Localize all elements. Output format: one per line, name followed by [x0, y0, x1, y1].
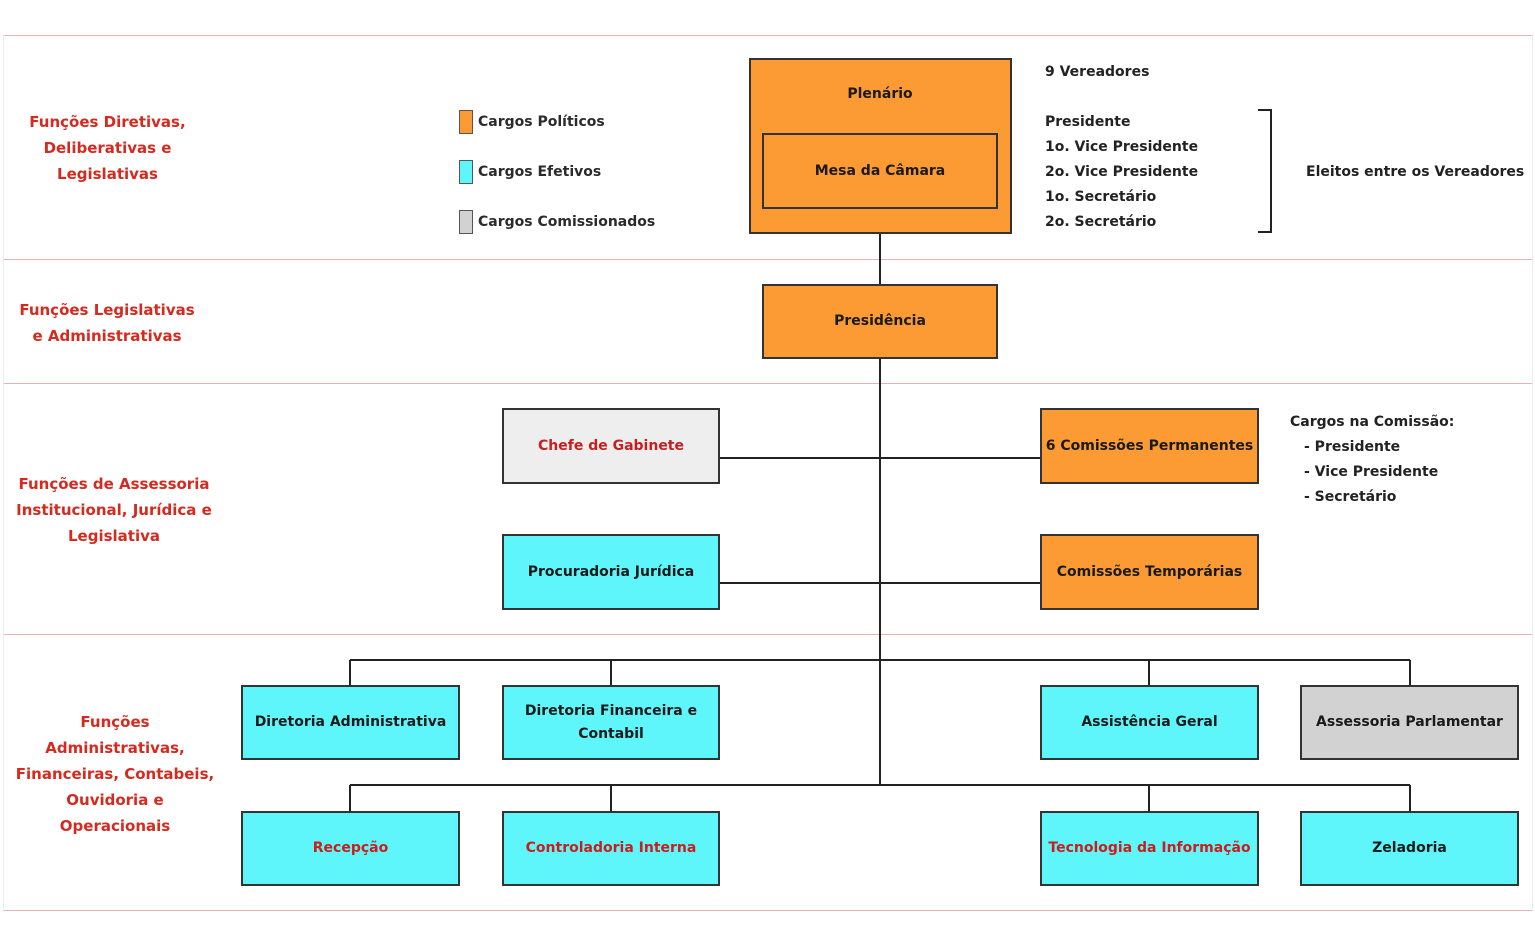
- legend-swatch-political: [459, 110, 473, 134]
- section-label-administrative: Funções Administrativas, Financeiras, Co…: [15, 713, 215, 835]
- node-diretoria-administrativa-label: Diretoria Administrativa: [254, 714, 447, 730]
- node-mesa-camara: Mesa da Câmara: [762, 133, 998, 209]
- note-eleitos: Eleitos entre os Vereadores: [1306, 164, 1525, 180]
- node-controladoria-interna: Controladoria Interna: [502, 811, 720, 886]
- bracket-mesa-members: [1258, 109, 1272, 233]
- node-chefe-gabinete: Chefe de Gabinete: [502, 408, 720, 484]
- legend-label-political: Cargos Políticos: [478, 114, 605, 130]
- legend-label-career: Cargos Efetivos: [478, 164, 602, 180]
- node-zeladoria-label: Zeladoria: [1372, 840, 1447, 856]
- note-comissao-title: Cargos na Comissão:: [1290, 414, 1455, 430]
- note-mesa-member: Presidente: [1045, 114, 1131, 130]
- legend-label-commissioned: Cargos Comissionados: [478, 214, 656, 230]
- note-mesa-member: 1o. Vice Presidente: [1045, 139, 1199, 155]
- band-edge-left: [3, 35, 4, 911]
- node-assistencia-geral-label: Assistência Geral: [1081, 714, 1218, 730]
- node-presidencia-label: Presidência: [834, 313, 926, 329]
- node-tecnologia-informacao: Tecnologia da Informação: [1040, 811, 1259, 886]
- node-recepcao: Recepção: [241, 811, 460, 886]
- section-label-legislative-admin: Funções Legislativas e Administrativas: [19, 301, 195, 345]
- node-diretoria-financeira-label: Diretoria Financeira e Contabil: [524, 702, 698, 742]
- node-presidencia: Presidência: [762, 284, 998, 359]
- node-zeladoria: Zeladoria: [1300, 811, 1519, 886]
- node-tecnologia-informacao-label: Tecnologia da Informação: [1048, 840, 1251, 856]
- node-assistencia-geral: Assistência Geral: [1040, 685, 1259, 760]
- node-comissoes-permanentes-label: 6 Comissões Permanentes: [1045, 437, 1254, 454]
- node-diretoria-financeira: Diretoria Financeira e Contabil: [502, 685, 720, 760]
- node-procuradoria-juridica-label: Procuradoria Jurídica: [527, 563, 695, 580]
- note-comissao-member: - Presidente: [1304, 439, 1401, 455]
- note-mesa-member: 2o. Secretário: [1045, 214, 1157, 230]
- band-divider: [3, 35, 1533, 36]
- node-assessoria-parlamentar-label: Assessoria Parlamentar: [1316, 714, 1503, 730]
- node-procuradoria-juridica: Procuradoria Jurídica: [502, 534, 720, 610]
- node-recepcao-label: Recepção: [312, 840, 389, 856]
- note-comissao-member: - Vice Presidente: [1304, 464, 1439, 480]
- node-comissoes-temporarias: Comissões Temporárias: [1040, 534, 1259, 610]
- note-mesa-member: 2o. Vice Presidente: [1045, 164, 1199, 180]
- section-label-advisory: Funções de Assessoria Institucional, Jur…: [16, 475, 212, 545]
- node-plenario-label: Plenário: [847, 86, 913, 102]
- band-divider: [3, 383, 1533, 384]
- band-divider: [3, 259, 1533, 260]
- band-divider: [3, 634, 1533, 635]
- legend-swatch-career: [459, 160, 473, 184]
- note-mesa-member: 1o. Secretário: [1045, 189, 1157, 205]
- note-vereadores: 9 Vereadores: [1045, 64, 1150, 80]
- node-mesa-camara-label: Mesa da Câmara: [814, 162, 946, 179]
- node-comissoes-temporarias-label: Comissões Temporárias: [1056, 563, 1243, 580]
- note-comissao-member: - Secretário: [1304, 489, 1397, 505]
- legend-swatch-commissioned: [459, 210, 473, 234]
- band-edge-right: [1532, 35, 1533, 911]
- node-diretoria-administrativa: Diretoria Administrativa: [241, 685, 460, 760]
- node-chefe-gabinete-label: Chefe de Gabinete: [538, 437, 684, 454]
- band-divider: [3, 910, 1533, 911]
- node-controladoria-interna-label: Controladoria Interna: [525, 840, 697, 856]
- section-label-directive: Funções Diretivas, Deliberativas e Legis…: [29, 113, 186, 183]
- node-comissoes-permanentes: 6 Comissões Permanentes: [1040, 408, 1259, 484]
- node-assessoria-parlamentar: Assessoria Parlamentar: [1300, 685, 1519, 760]
